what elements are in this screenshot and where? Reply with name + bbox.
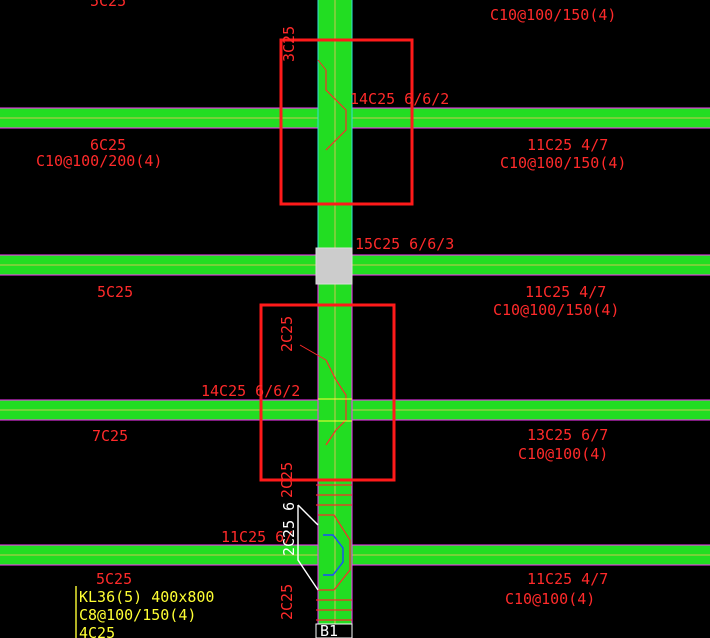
- beam-spec-line-3: 4C25: [79, 624, 115, 638]
- label-top-right-stirrup: C10@100/150(4): [490, 6, 616, 24]
- beam-3: [0, 399, 710, 421]
- annotations: 5C25 C10@100/150(4) 3C25 14C25 6/6/2 6C2…: [36, 0, 626, 638]
- label-beam1-right-stirrup: C10@100/150(4): [500, 154, 626, 172]
- label-beam2-right-main: 11C25 4/7: [525, 283, 606, 301]
- beam-spec-line-1: KL36(5) 400x800: [79, 588, 214, 606]
- bottom-tag-box: [315, 623, 353, 638]
- column: [317, 0, 353, 638]
- label-beam4-leader: 2C25 6: [280, 502, 298, 556]
- highlight-box-lower: [259, 303, 396, 482]
- label-beam1-right-main: 11C25 4/7: [527, 136, 608, 154]
- label-box1-side: 3C25: [280, 26, 298, 62]
- label-beam2-right-stirrup: C10@100/150(4): [493, 301, 619, 319]
- beams: [0, 107, 710, 566]
- label-beam3-left-main: 7C25: [92, 427, 128, 445]
- beam-spec: KL36(5) 400x800 C8@100/150(4) 4C25: [75, 586, 214, 638]
- label-top-left-cut: 5C25: [90, 0, 126, 10]
- label-beam2-left-main: 5C25: [97, 283, 133, 301]
- label-beam2-center: 15C25 6/6/3: [355, 235, 454, 253]
- joint-block: [315, 247, 353, 285]
- label-beam1-left-stirrup: C10@100/200(4): [36, 152, 162, 170]
- rebar-marks: [299, 59, 352, 621]
- beam-1: [0, 107, 710, 129]
- label-beam1-left-main: 6C25: [90, 136, 126, 154]
- beam-spec-line-2: C8@100/150(4): [79, 606, 196, 624]
- label-beam4-right-stirrup: C10@100(4): [505, 590, 595, 608]
- beam-2: [0, 254, 710, 276]
- label-bottom-tag: B1: [320, 622, 338, 638]
- label-beam3-right-main: 13C25 6/7: [527, 426, 608, 444]
- label-beam3-right-stirrup: C10@100(4): [518, 445, 608, 463]
- leader-lines: [297, 504, 319, 591]
- beam-4: [0, 544, 710, 566]
- label-beam4-left-main: 5C25: [96, 570, 132, 588]
- label-beam3-center: 14C25 6/6/2: [201, 382, 300, 400]
- label-beam4-right-main: 11C25 4/7: [527, 570, 608, 588]
- label-beam4-center: 11C25 6/: [221, 528, 293, 546]
- highlight-box-upper: [279, 38, 414, 206]
- label-box2-side: 2C25: [278, 316, 296, 352]
- label-beam1-center: 14C25 6/6/2: [350, 90, 449, 108]
- label-col-mid-side: 2C25: [278, 462, 296, 498]
- label-col-bottom-side: 2C25: [278, 584, 296, 620]
